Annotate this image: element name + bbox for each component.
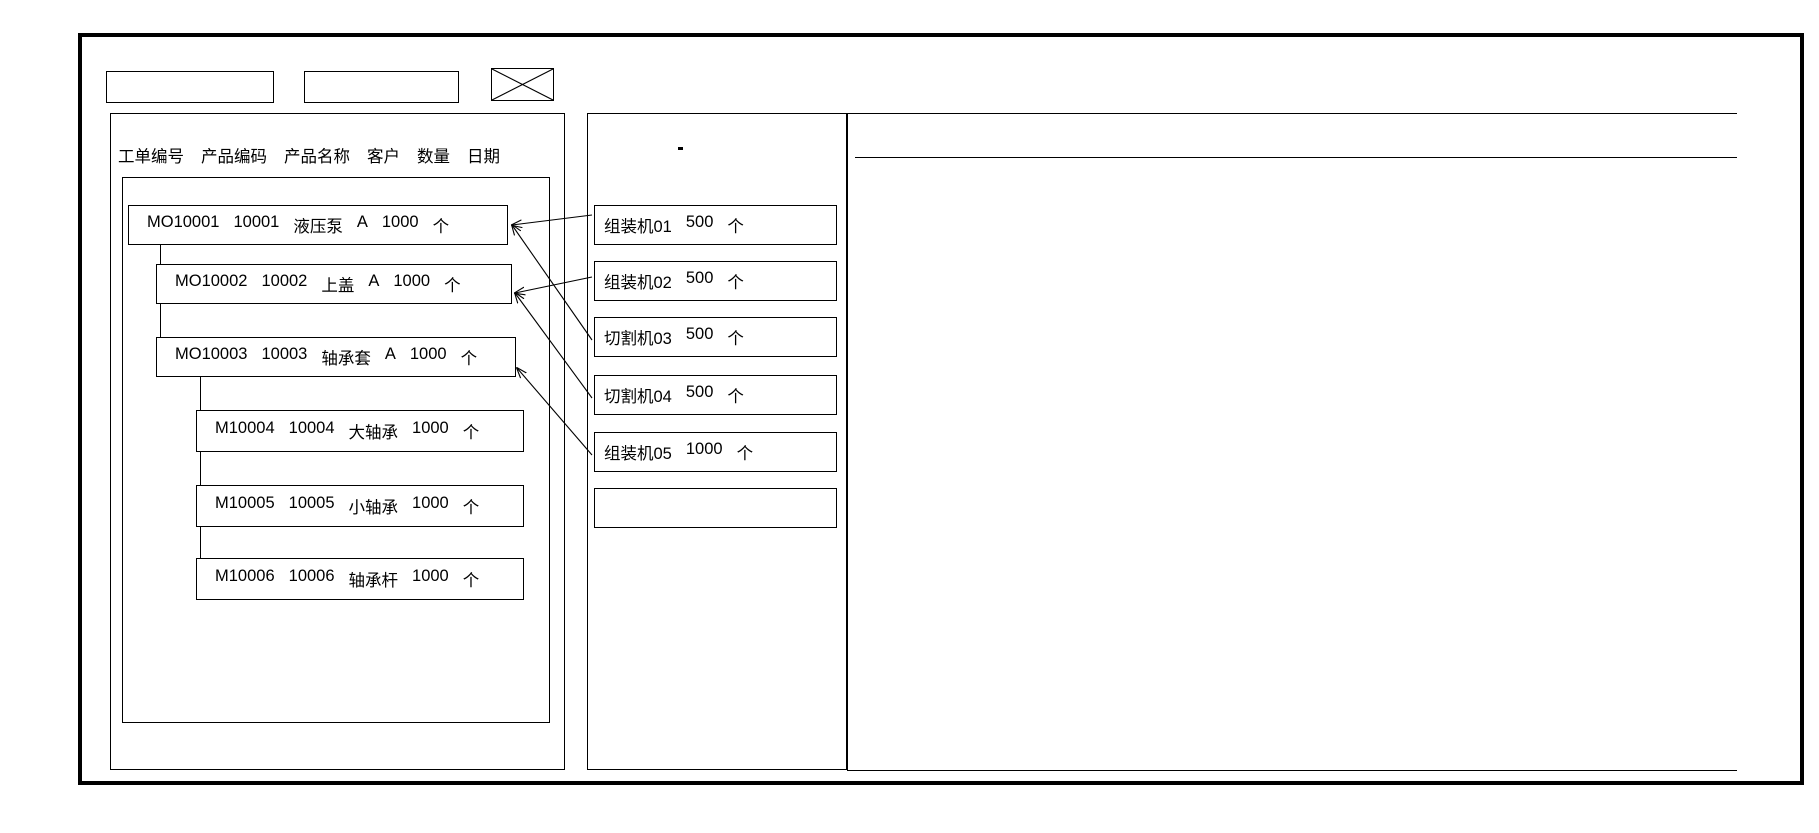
- toolbar-input-1[interactable]: [106, 71, 274, 103]
- cell-quantity: 1000: [381, 213, 419, 231]
- machine-unit: 个: [727, 388, 744, 406]
- detail-panel: [847, 113, 1737, 770]
- detail-panel-bottom-border: [847, 770, 1737, 772]
- list-item[interactable]: 切割机03 500 个: [594, 317, 837, 357]
- cell-product-name: 大轴承: [348, 424, 399, 442]
- detail-panel-header-divider: [855, 157, 1737, 159]
- cell-product-name: 轴承套: [321, 350, 371, 368]
- cell-quantity: 1000: [412, 567, 449, 585]
- cell-order-no: MO10001: [147, 213, 220, 231]
- column-header-product-name: 产品名称: [284, 148, 350, 166]
- cell-product-code: 10006: [288, 567, 335, 585]
- machine-quantity: 500: [685, 213, 714, 231]
- machine-quantity: 500: [685, 383, 714, 401]
- column-header-customer: 客户: [367, 148, 400, 166]
- cell-order-no: M10006: [215, 567, 275, 585]
- cell-product-code: 10003: [261, 345, 308, 363]
- cell-order-no: MO10002: [175, 272, 248, 290]
- image-placeholder-cross-icon: [492, 69, 553, 100]
- cell-unit: 个: [462, 572, 480, 590]
- machine-name: 组装机05: [604, 445, 672, 463]
- table-row[interactable]: MO10001 10001 液压泵 A 1000 个: [128, 205, 508, 245]
- cell-customer: A: [384, 345, 396, 363]
- cell-unit: 个: [460, 350, 478, 368]
- toolbar: [106, 68, 606, 109]
- cell-unit: 个: [444, 277, 461, 295]
- column-header-order-no: 工单编号: [118, 148, 184, 166]
- cell-customer: A: [368, 272, 380, 290]
- cell-quantity: 1000: [412, 494, 449, 512]
- cell-product-name: 小轴承: [348, 499, 399, 517]
- cell-product-name: 液压泵: [293, 218, 343, 236]
- machine-unit: 个: [727, 274, 744, 292]
- cell-customer: A: [356, 213, 368, 231]
- list-item[interactable]: 组装机02 500 个: [594, 261, 837, 301]
- cell-quantity: 1000: [393, 272, 431, 290]
- table-row[interactable]: M10004 10004 大轴承 1000 个: [196, 410, 524, 452]
- machine-quantity: 1000: [685, 440, 723, 458]
- machine-name: 切割机03: [604, 330, 672, 348]
- cell-order-no: M10005: [215, 494, 275, 512]
- cell-unit: 个: [462, 499, 480, 517]
- machine-unit: 个: [736, 445, 754, 463]
- tree-guide-root-vertical-2: [160, 284, 162, 358]
- machine-name: 组装机02: [604, 274, 672, 292]
- image-placeholder-icon[interactable]: [491, 68, 554, 101]
- tree-guide-child-vertical: [200, 377, 202, 581]
- table-row[interactable]: M10006 10006 轴承杆 1000 个: [196, 558, 524, 600]
- cell-unit: 个: [462, 424, 480, 442]
- column-header-quantity: 数量: [417, 148, 450, 166]
- machine-panel-marker-icon: [678, 147, 683, 150]
- cell-product-name: 上盖: [321, 277, 355, 295]
- cell-quantity: 1000: [412, 419, 449, 437]
- list-item[interactable]: 组装机05 1000 个: [594, 432, 837, 472]
- list-item-empty[interactable]: [594, 488, 837, 528]
- cell-product-name: 轴承杆: [348, 572, 399, 590]
- machine-quantity: 500: [685, 325, 714, 343]
- cell-unit: 个: [432, 218, 450, 236]
- column-header-date: 日期: [467, 148, 500, 166]
- cell-product-code: 10001: [233, 213, 280, 231]
- cell-quantity: 1000: [409, 345, 447, 363]
- list-item[interactable]: 切割机04 500 个: [594, 375, 837, 415]
- table-row[interactable]: MO10002 10002 上盖 A 1000 个: [156, 264, 512, 304]
- machine-unit: 个: [727, 218, 744, 236]
- toolbar-input-2[interactable]: [304, 71, 459, 103]
- column-header-product-code: 产品编码: [201, 148, 267, 166]
- table-row[interactable]: MO10003 10003 轴承套 A 1000 个: [156, 337, 516, 377]
- machine-name: 组装机01: [604, 218, 672, 236]
- cell-product-code: 10004: [288, 419, 335, 437]
- machine-name: 切割机04: [604, 388, 672, 406]
- cell-product-code: 10005: [288, 494, 335, 512]
- cell-order-no: M10004: [215, 419, 275, 437]
- cell-product-code: 10002: [261, 272, 308, 290]
- table-row[interactable]: M10005 10005 小轴承 1000 个: [196, 485, 524, 527]
- cell-order-no: MO10003: [175, 345, 248, 363]
- list-item[interactable]: 组装机01 500 个: [594, 205, 837, 245]
- machine-unit: 个: [727, 330, 744, 348]
- machine-quantity: 500: [685, 269, 714, 287]
- work-order-column-headers: 工单编号 产品编码 产品名称 客户 数量 日期: [118, 141, 538, 169]
